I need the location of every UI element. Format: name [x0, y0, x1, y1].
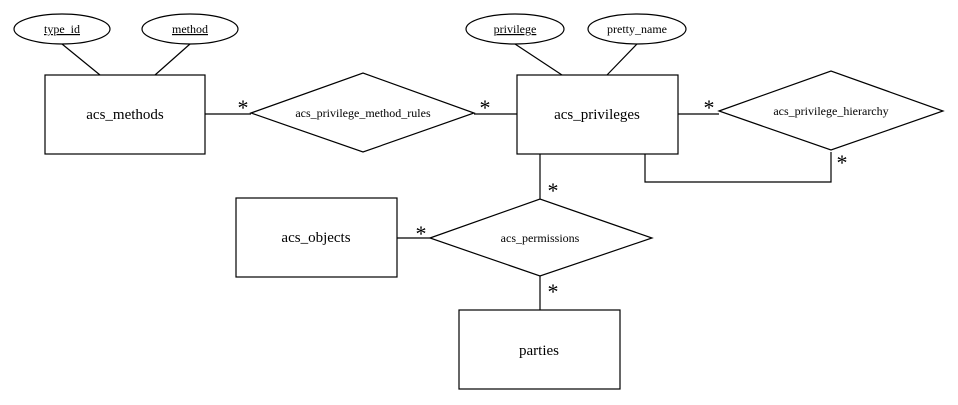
- cardinality-permissions-parties: *: [548, 279, 559, 304]
- attribute-pretty-name: pretty_name: [587, 13, 687, 45]
- entity-label-acs-privileges: acs_privileges: [554, 107, 640, 123]
- entity-acs-privileges: acs_privileges: [516, 74, 679, 155]
- relationship-label-acs-privilege-hierarchy: acs_privilege_hierarchy: [773, 104, 888, 118]
- relationship-acs-permissions: acs_permissions: [428, 198, 654, 277]
- cardinality-privileges-permissions: *: [548, 178, 559, 203]
- cardinality-rules-privileges: *: [480, 95, 491, 120]
- relationship-acs-privilege-hierarchy: acs_privilege_hierarchy: [717, 70, 945, 151]
- attribute-label-privilege: privilege: [494, 22, 537, 36]
- attribute-label-method: method: [172, 22, 208, 36]
- edge-method-methods: [154, 43, 191, 76]
- relationship-label-acs-privilege-method-rules: acs_privilege_method_rules: [295, 106, 431, 120]
- edge-pretty-name-privileges: [606, 43, 638, 76]
- attribute-privilege: privilege: [465, 13, 565, 45]
- entity-acs-objects: acs_objects: [235, 197, 398, 278]
- cardinality-objects-permissions: *: [416, 221, 427, 246]
- entity-label-acs-objects: acs_objects: [281, 230, 350, 246]
- attribute-method: method: [141, 13, 239, 45]
- entity-label-acs-methods: acs_methods: [86, 107, 164, 123]
- connectors: [61, 43, 832, 310]
- edge-type-id-methods: [61, 43, 101, 76]
- relationship-acs-privilege-method-rules: acs_privilege_method_rules: [249, 72, 476, 153]
- attribute-type-id: type_id: [13, 13, 111, 45]
- edge-hierarchy-loop: [644, 152, 832, 183]
- cardinality-methods-rules: *: [238, 95, 249, 120]
- edge-privilege-privileges: [514, 43, 563, 76]
- attribute-label-pretty-name: pretty_name: [607, 22, 667, 36]
- entity-acs-methods: acs_methods: [44, 74, 206, 155]
- entity-label-parties: parties: [519, 343, 559, 359]
- attribute-label-type-id: type_id: [44, 22, 80, 36]
- entity-parties: parties: [458, 309, 621, 390]
- relationship-label-acs-permissions: acs_permissions: [501, 231, 580, 245]
- cardinality-hierarchy-loop: *: [837, 150, 848, 175]
- cardinality-privileges-hierarchy: *: [704, 95, 715, 120]
